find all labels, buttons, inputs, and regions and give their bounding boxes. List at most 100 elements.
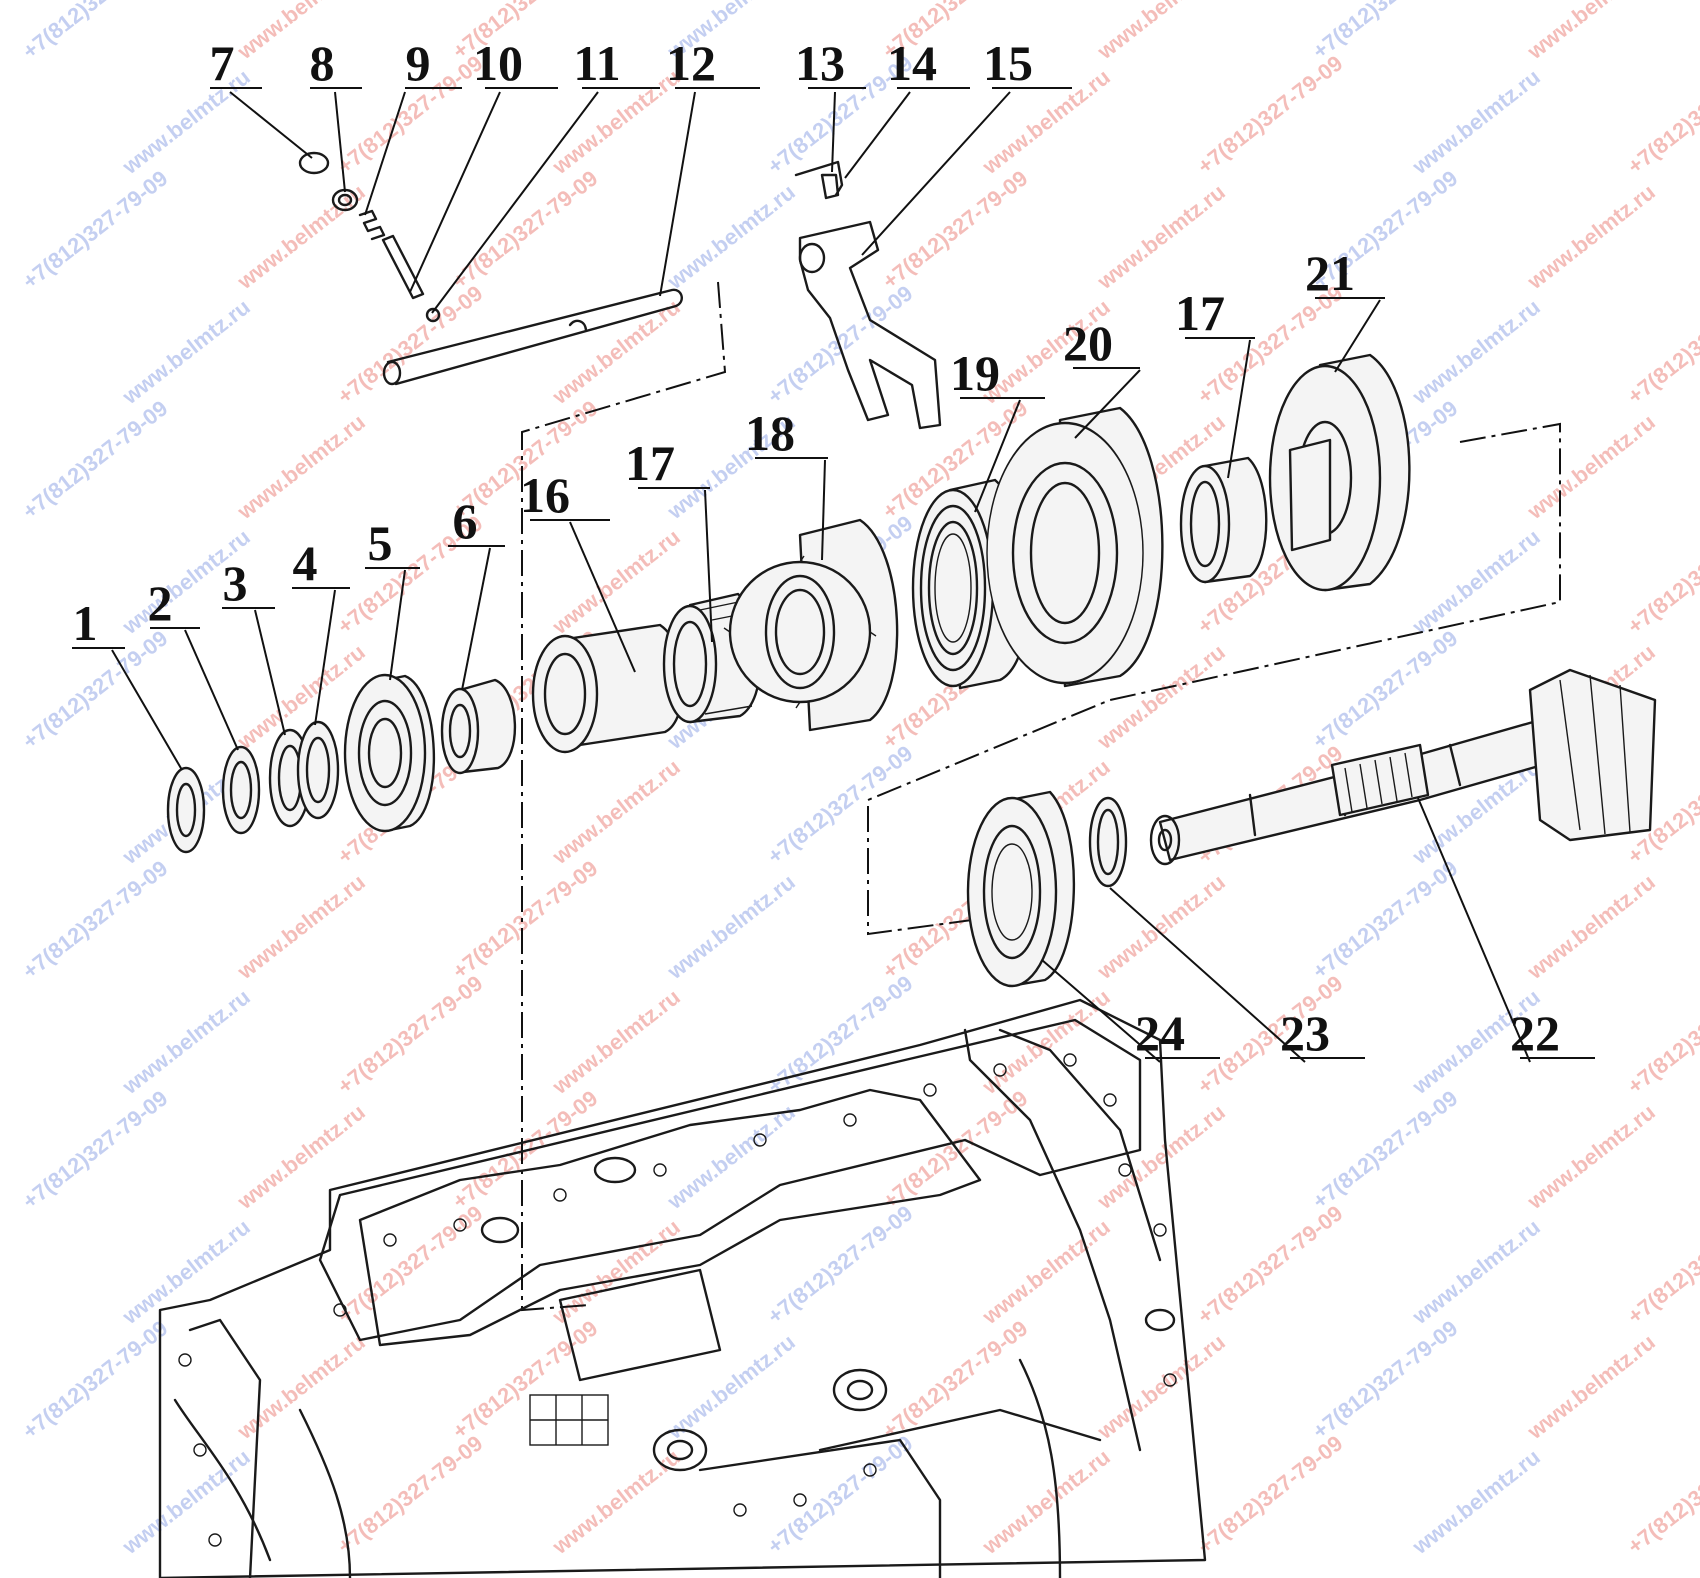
watermark-text: +7(812)327-79-09 [1623, 510, 1700, 639]
callout-13: 13 [795, 35, 866, 173]
callout-leader [844, 91, 911, 179]
watermark-text: +7(812)327-79-09 [18, 855, 173, 984]
callout-24: 24 [1041, 959, 1220, 1063]
callout-10: 10 [409, 35, 558, 293]
watermark-text: +7(812)327-79-09 [333, 1430, 488, 1559]
watermark-text: www.belmtz.ru [662, 1329, 800, 1444]
callout-leader [184, 629, 239, 751]
callout-leader [111, 649, 183, 771]
watermark-text: www.belmtz.ru [547, 754, 685, 869]
callout-2: 2 [148, 575, 239, 751]
callout-17a: 17 [625, 435, 713, 643]
callout-5: 5 [365, 515, 420, 681]
callout-leader [364, 91, 406, 216]
callout-number: 3 [223, 555, 248, 611]
callout-1: 1 [72, 595, 183, 771]
watermark-text: +7(812)327-79-09 [1193, 1430, 1348, 1559]
watermark-text: www.belmtz.ru [1407, 294, 1545, 409]
watermark-text: +7(812)327-79-09 [763, 740, 918, 869]
callout-number: 13 [795, 35, 845, 91]
watermark-text: www.belmtz.ru [1092, 0, 1230, 65]
callout-number: 19 [950, 345, 1000, 401]
callout-number: 10 [473, 35, 523, 91]
callout-leader [1074, 369, 1141, 439]
callout-22: 22 [1417, 797, 1595, 1063]
watermark-text: www.belmtz.ru [977, 984, 1115, 1099]
watermark-text: +7(812)327-79-09 [448, 165, 603, 294]
front-shaft-parts [166, 673, 517, 854]
watermark-text: +7(812)327-79-09 [878, 165, 1033, 294]
callout-number: 5 [368, 515, 393, 571]
gear-18 [723, 518, 899, 732]
callout-number: 17 [625, 435, 675, 491]
callout-leader [1334, 299, 1381, 373]
callout-number: 20 [1063, 315, 1113, 371]
callout-leader [974, 399, 1021, 513]
callout-12: 12 [659, 35, 760, 297]
watermark-text: +7(812)327-79-09 [333, 1200, 488, 1329]
watermark-text: +7(812)327-79-09 [1623, 280, 1700, 409]
callout-number: 4 [293, 535, 318, 591]
gear-20 [986, 406, 1164, 688]
watermark-text: www.belmtz.ru [977, 1444, 1115, 1559]
callout-leader [254, 609, 286, 736]
callout-number: 9 [406, 35, 431, 91]
watermark-text: +7(812)327-79-09 [878, 1315, 1033, 1444]
watermark-text: www.belmtz.ru [232, 869, 370, 984]
callout-leader [461, 547, 491, 691]
callout-number: 23 [1280, 1005, 1330, 1061]
transmission-housing [158, 998, 1207, 1578]
watermark-text: +7(812)327-79-09 [1308, 625, 1463, 754]
callout-leader [314, 589, 336, 726]
callout-number: 11 [573, 35, 620, 91]
watermark-text: www.belmtz.ru [1522, 0, 1660, 65]
callout-leader [1417, 797, 1531, 1063]
callout-leader [821, 459, 826, 561]
callout-7: 7 [210, 35, 313, 159]
watermark-text: +7(812)327-79-09 [1193, 50, 1348, 179]
watermark-text: www.belmtz.ru [1407, 64, 1545, 179]
callout-number: 15 [983, 35, 1033, 91]
watermark-text: +7(812)327-79-09 [763, 970, 918, 1099]
callout-number: 22 [1510, 1005, 1560, 1061]
callout-leader [1041, 959, 1161, 1063]
watermark-text: www.belmtz.ru [1092, 179, 1230, 294]
watermark-text: +7(812)327-79-09 [18, 1315, 173, 1444]
callout-14: 14 [844, 35, 970, 179]
callout-leader [861, 91, 1011, 256]
callout-19: 19 [950, 345, 1045, 513]
callout-leader [569, 521, 636, 673]
callout-leader [831, 91, 836, 173]
callout-leader [334, 91, 346, 193]
output-shaft-assembly [966, 668, 1657, 988]
callout-leader [389, 569, 406, 681]
watermark-text: +7(812)327-79-09 [1623, 970, 1700, 1099]
callout-leader [229, 91, 313, 159]
watermark-text: +7(812)327-79-09 [1623, 50, 1700, 179]
watermark-text: www.belmtz.ru [1407, 1214, 1545, 1329]
gear-21 [1268, 353, 1411, 592]
watermark-text: +7(812)327-79-09 [333, 970, 488, 1099]
callout-20: 20 [1063, 315, 1141, 439]
callout-leader [704, 489, 713, 643]
watermark-text: +7(812)327-79-09 [448, 855, 603, 984]
watermark-text: www.belmtz.ru [662, 1099, 800, 1214]
callout-leader [1227, 339, 1251, 479]
watermark-text: +7(812)327-79-09 [1623, 1430, 1700, 1559]
callout-23: 23 [1109, 887, 1365, 1063]
callout-11: 11 [431, 35, 660, 314]
callout-17b: 17 [1175, 285, 1255, 479]
callout-leader [431, 91, 599, 314]
watermark-text: +7(812)327-79-09 [1308, 855, 1463, 984]
callout-number: 21 [1305, 245, 1355, 301]
watermark-text: +7(812)327-79-09 [18, 165, 173, 294]
watermark-text: +7(812)327-79-09 [878, 1085, 1033, 1214]
callout-leader [409, 91, 501, 293]
bolt-holes [178, 1053, 1177, 1547]
callout-number: 12 [666, 35, 716, 91]
watermark-text: +7(812)327-79-09 [1623, 1200, 1700, 1329]
callout-number: 8 [310, 35, 335, 91]
watermark-text: www.belmtz.ru [117, 1214, 255, 1329]
